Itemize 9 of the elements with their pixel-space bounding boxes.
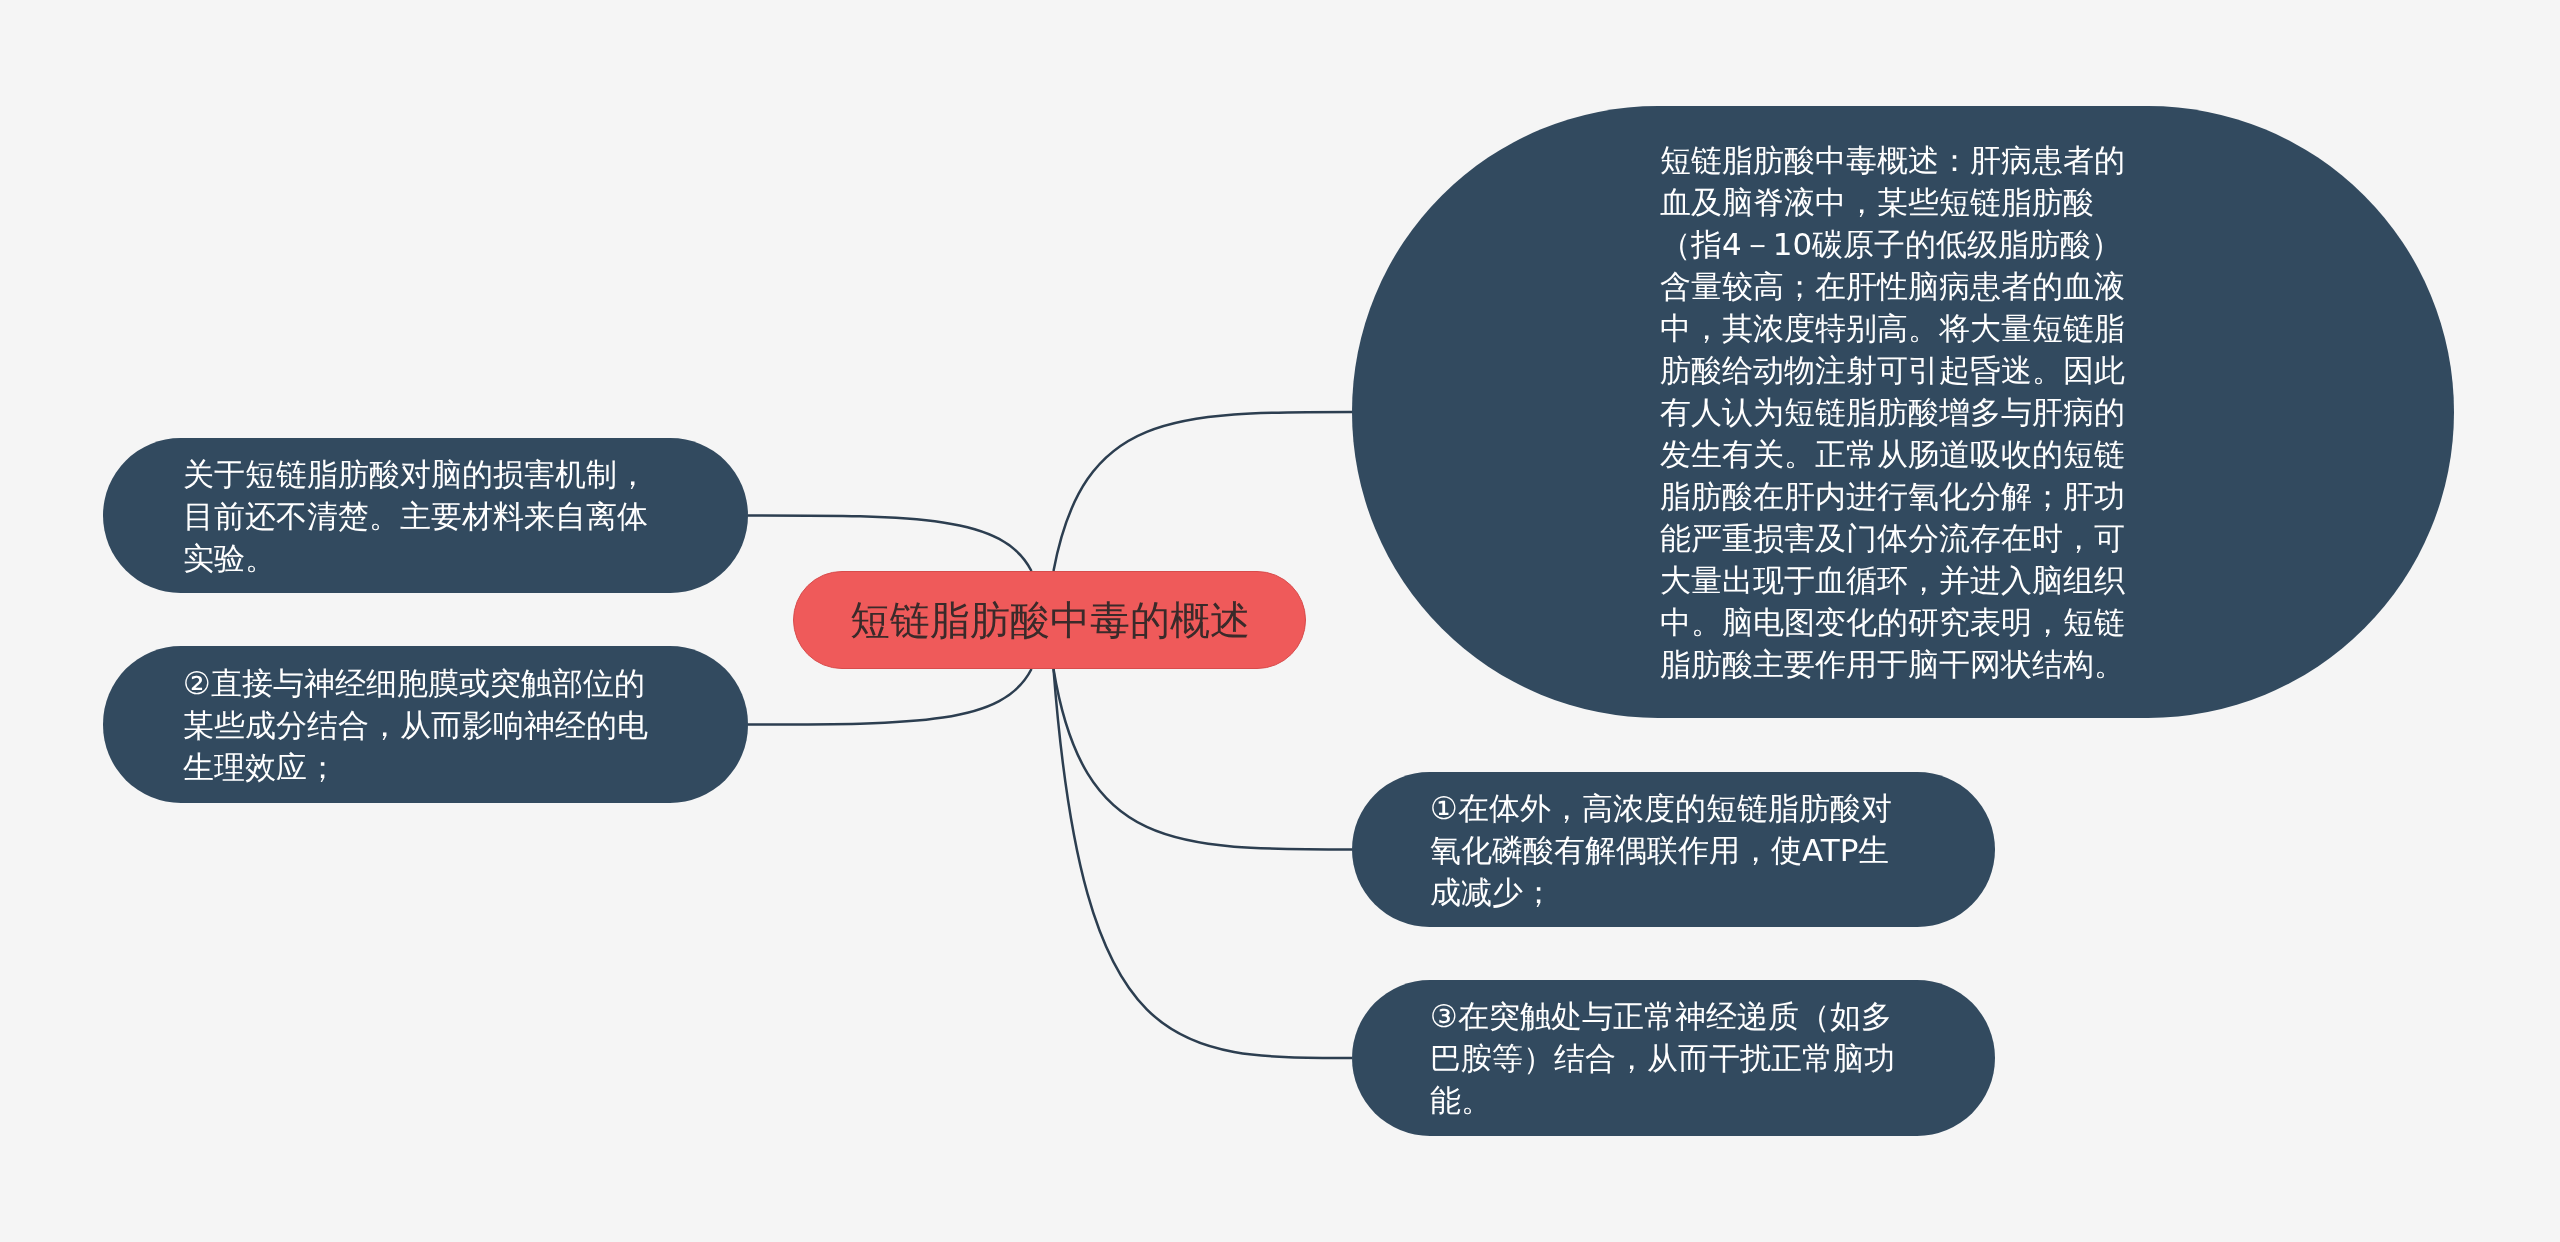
branch-bubble: ①在体外，高浓度的短链脂肪酸对氧化磷酸有解偶联作用，使ATP生成减少；: [1352, 772, 1995, 927]
branch-bubble: 短链脂肪酸中毒概述：肝病患者的血及脑脊液中，某些短链脂肪酸（指4－10碳原子的低级脂肪酸）含量较高；在肝性脑病患者的血液中，其浓度特别高。将大量短链脂肪酸给动物注射可引起昏迷。因此有人认为短链脂肪酸增多与肝病的发生有关。正常从肠道吸收的短链脂肪酸在肝内进行氧化分解；肝功能严重损害及门体分流存在时，可大量出现于血循环，并进入脑组织中。脑电图变化的研究表明，短链脂肪酸主要作用于脑干网状结构。: [1352, 106, 2454, 718]
connector-line: [1052, 410, 1352, 572]
central-topic-bubble: 短链脂肪酸中毒的概述: [793, 571, 1306, 669]
branch-bubble: 关于短链脂肪酸对脑的损害机制，目前还不清楚。主要材料来自离体实验。: [103, 438, 748, 593]
branch-bubble: ③在突触处与正常神经递质（如多巴胺等）结合，从而干扰正常脑功能。: [1352, 980, 1995, 1136]
branch-bubble: ②直接与神经细胞膜或突触部位的某些成分结合，从而影响神经的电生理效应；: [103, 646, 748, 803]
connector-line: [748, 514, 1033, 572]
connector-line: [748, 668, 1033, 726]
